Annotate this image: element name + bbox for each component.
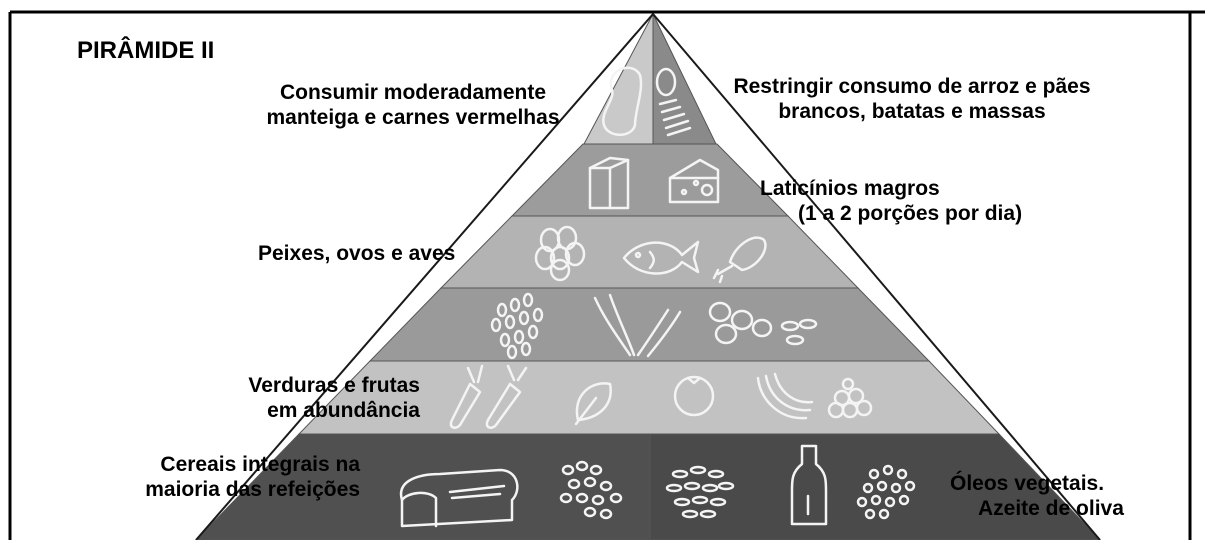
label-line: Óleos vegetais.	[950, 472, 1105, 495]
label-line: brancos, batatas e massas	[778, 100, 1046, 123]
page-title: PIRÂMIDE II	[77, 37, 215, 64]
banana-icon	[756, 372, 814, 420]
label-butter-red-meat: Consumir moderadamente manteiga e carnes…	[252, 80, 574, 130]
label-line: manteiga e carnes vermelhas	[266, 106, 560, 129]
label-vegetables-fruits: Verduras e frutas em abundância	[205, 373, 420, 423]
bread-icon	[399, 468, 519, 528]
label-line: Verduras e frutas	[248, 374, 420, 397]
label-line: Peixes, ovos e aves	[258, 242, 456, 265]
rice-icon	[665, 465, 735, 519]
green-beans-icon	[593, 293, 682, 358]
grapes-icon	[827, 377, 873, 419]
label-line: Consumir moderadamente	[279, 81, 547, 104]
tier-butter-red-meat	[583, 13, 654, 145]
eggs-icon	[534, 225, 586, 282]
label-refined-carbs: Restringir consumo de arroz e pães branc…	[702, 74, 1122, 124]
cheese-icon	[668, 158, 720, 204]
label-line: Laticínios magros	[760, 177, 940, 200]
milk-carton-icon	[588, 156, 630, 210]
chicken-leg-icon	[712, 236, 767, 284]
label-dairy: Laticínios magros (1 a 2 porções por dia…	[760, 176, 1080, 226]
label-line: Azeite de oliva	[978, 497, 1124, 520]
tier-dairy	[510, 143, 790, 217]
nuts-icon	[708, 301, 818, 346]
label-vegetable-oils: Óleos vegetais. Azeite de oliva	[950, 471, 1165, 521]
pasta-icon	[658, 98, 692, 137]
tier-legumes-nuts	[368, 287, 931, 362]
pyramid-outline	[195, 12, 1101, 541]
fish-icon	[622, 240, 700, 275]
cereal-grains-icon	[559, 460, 623, 520]
label-line: (1 a 2 porções por dia)	[798, 202, 1023, 225]
oil-bottle-icon	[790, 444, 828, 526]
spinach-leaf-icon	[574, 382, 612, 426]
tomato-icon	[673, 375, 715, 417]
label-line: Restringir consumo de arroz e pães	[733, 75, 1091, 98]
label-fish-eggs-poultry: Peixes, ovos e aves	[258, 241, 455, 266]
label-line: Cereais integrais na	[160, 453, 360, 476]
beans-icon	[490, 292, 544, 360]
label-whole-grains: Cereais integrais na maioria das refeiçõ…	[110, 452, 360, 502]
potato-icon	[655, 67, 677, 97]
steak-icon	[602, 66, 643, 136]
label-line: maioria das refeições	[145, 478, 360, 501]
label-line: em abundância	[267, 399, 420, 422]
carrot-icon	[449, 364, 528, 429]
seeds-icon	[856, 464, 916, 520]
